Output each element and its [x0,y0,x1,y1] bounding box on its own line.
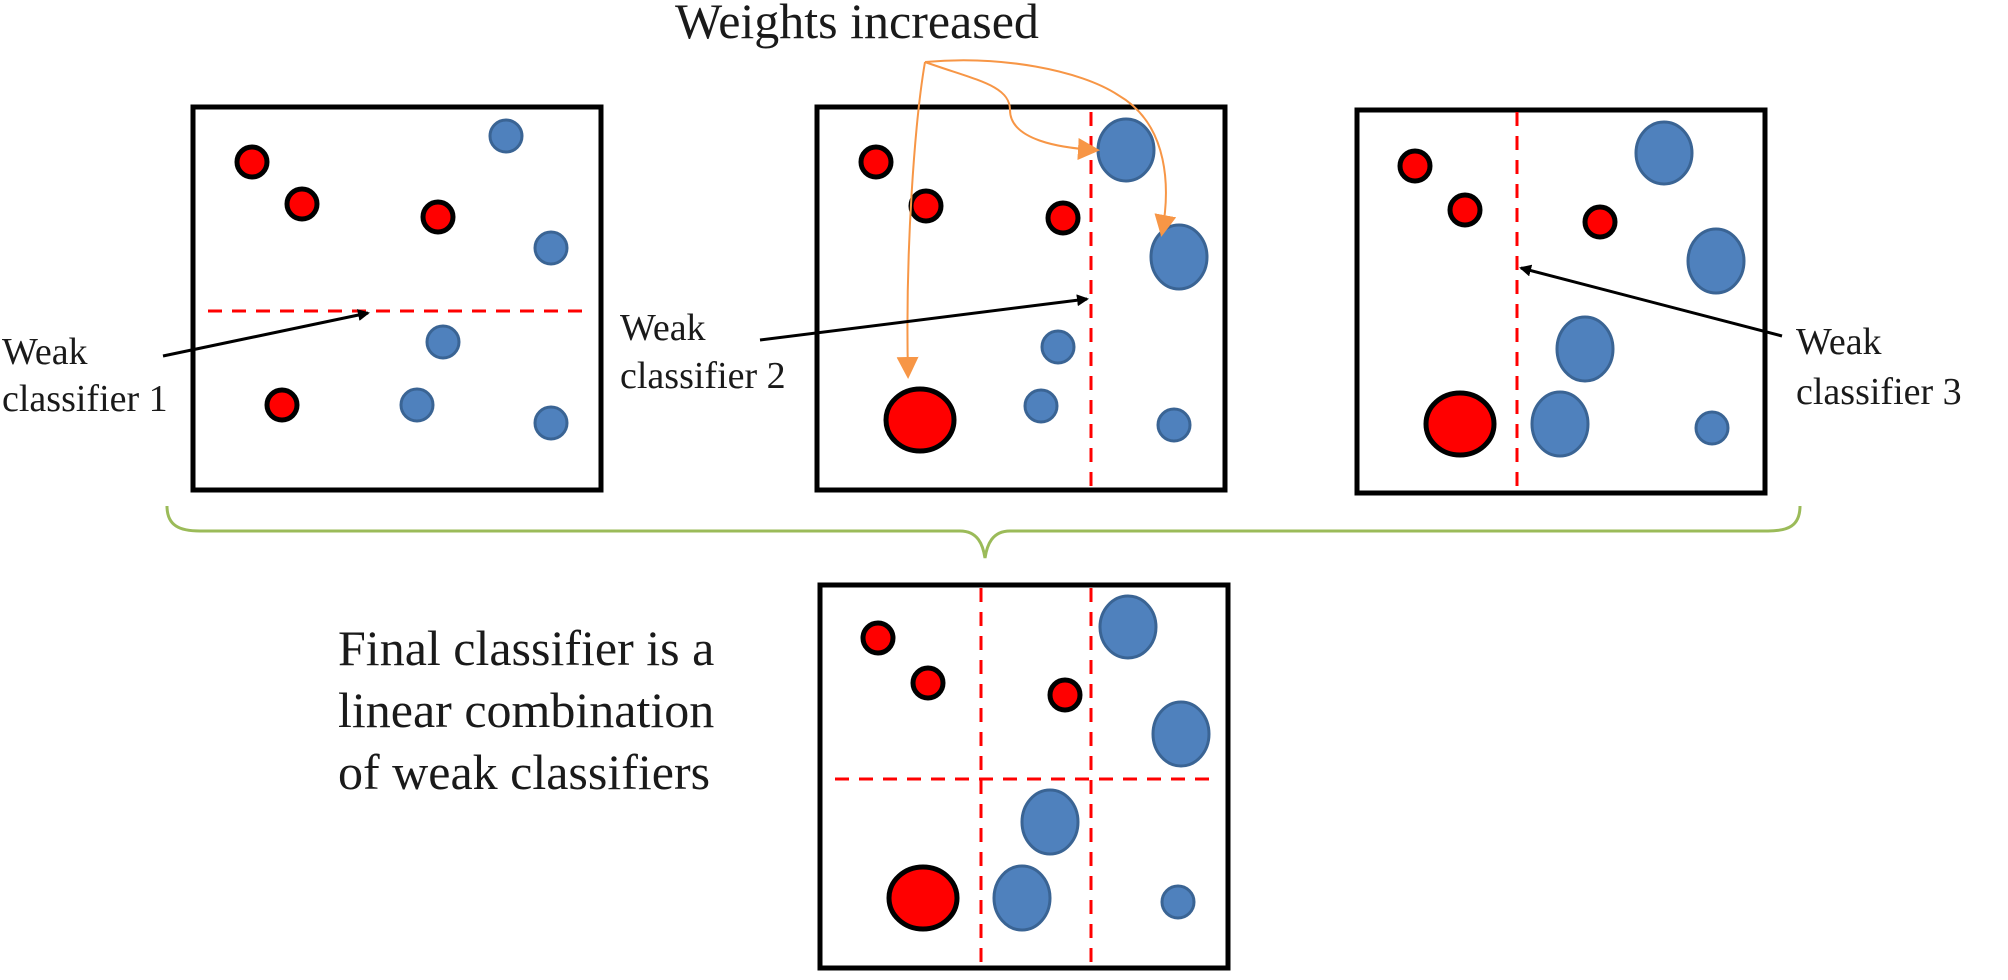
negative-point-weighted [1423,390,1497,458]
negative-point [284,186,320,222]
positive-point-weighted [1151,700,1211,768]
negative-point-weighted [886,864,960,932]
negative-point [858,144,894,180]
positive-point-weighted [1530,390,1590,458]
positive-point [1156,407,1192,443]
negative-point [908,188,944,224]
weak-classifier-3-pointer [1519,264,1783,338]
negative-point-weighted [883,386,957,454]
weak-classifier-1-pointer [162,309,370,358]
panel-3 [1354,107,1768,496]
negative-point [264,387,300,423]
positive-point [1694,410,1730,446]
negative-point [420,199,456,235]
final-panel [817,582,1231,971]
weak-classifier-1-label-line1: Weak [2,331,88,373]
negative-point [910,665,946,701]
final-classifier-label-line2: linear combination [338,682,714,738]
weak-classifier-2-label-line1: Weak [620,307,706,349]
panel-1 [190,104,604,493]
negative-point [1047,677,1083,713]
weight-arrow-to-negative [896,61,926,379]
weight-arrows [896,59,1177,379]
weights-increased-title: Weights increased [675,0,1039,49]
positive-point [533,405,569,441]
positive-point-weighted [1634,120,1694,186]
weak-classifier-1-label-line2: classifier 1 [2,378,168,420]
weak-classifier-2-pointer [759,294,1089,342]
final-classifier-label-line3: of weak classifiers [338,744,710,800]
negative-point [1582,204,1618,240]
combination-brace [165,505,1802,559]
negative-point [1045,200,1081,236]
positive-point [425,324,461,360]
positive-point-weighted [992,864,1052,932]
positive-point [399,387,435,423]
positive-point-weighted [1686,227,1746,295]
positive-point [488,118,524,154]
negative-point [234,144,270,180]
weak-classifier-2-label-line2: classifier 2 [620,355,786,397]
negative-point [860,620,896,656]
negative-point [1447,192,1483,228]
negative-point [1397,148,1433,184]
positive-point-weighted [1098,594,1158,660]
weak-classifier-3-label-line1: Weak [1796,321,1882,363]
weight-arrow-to-positive-2 [924,59,1177,237]
final-classifier-label-line1: Final classifier is a [338,620,714,676]
positive-point-weighted [1096,117,1156,183]
positive-point-weighted [1555,315,1615,383]
weak-classifier-3-label-line2: classifier 3 [1796,371,1962,413]
positive-point [533,230,569,266]
weight-arrow-to-positive-1 [924,61,1100,160]
positive-point [1160,884,1196,920]
positive-point [1040,329,1076,365]
positive-point [1023,388,1059,424]
positive-point-weighted [1020,788,1080,856]
positive-point-weighted [1149,223,1209,291]
